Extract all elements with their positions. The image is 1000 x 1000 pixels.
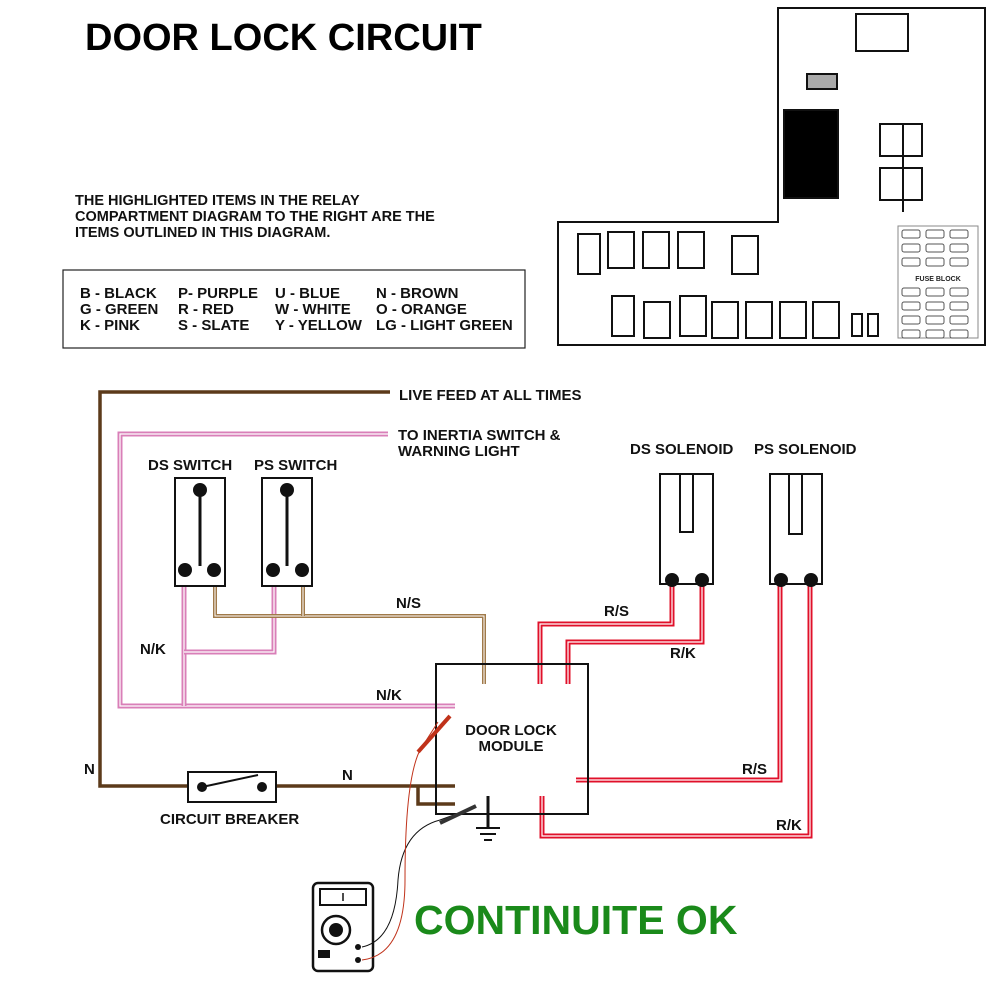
wire-label-ns: N/S bbox=[396, 595, 421, 612]
circuit-breaker-label: CIRCUIT BREAKER bbox=[160, 811, 299, 828]
ps-switch-label: PS SWITCH bbox=[254, 457, 337, 474]
wire-label-n-left: N bbox=[84, 761, 95, 778]
fuse-slot bbox=[901, 301, 921, 311]
fuse-slot bbox=[949, 329, 969, 339]
legend-y: Y - YELLOW bbox=[275, 317, 363, 334]
legend-w: W - WHITE bbox=[275, 301, 351, 318]
module-label-2: MODULE bbox=[479, 738, 544, 755]
ds-solenoid-label: DS SOLENOID bbox=[630, 441, 734, 458]
wire-label-rs-top: R/S bbox=[604, 603, 629, 620]
note-line-1: THE HIGHLIGHTED ITEMS IN THE RELAY bbox=[75, 193, 360, 209]
wiring bbox=[98, 390, 813, 839]
fuse-slot bbox=[925, 229, 945, 239]
fuse-slot bbox=[901, 257, 921, 267]
legend-lg: LG - LIGHT GREEN bbox=[376, 317, 513, 334]
fuse-slot bbox=[901, 315, 921, 325]
door-lock-module: DOOR LOCK MODULE bbox=[435, 663, 589, 841]
fuse-slot bbox=[925, 257, 945, 267]
fuse-slot bbox=[925, 301, 945, 311]
legend-u: U - BLUE bbox=[275, 285, 340, 302]
continuity-label: CONTINUITE OK bbox=[414, 897, 738, 943]
fuse-slot bbox=[901, 329, 921, 339]
multimeter bbox=[311, 714, 477, 973]
fuse-slot bbox=[925, 329, 945, 339]
fuse-slot bbox=[949, 315, 969, 325]
legend-n: N - BROWN bbox=[376, 285, 459, 302]
module-label-1: DOOR LOCK bbox=[465, 722, 557, 739]
legend-k: K - PINK bbox=[80, 317, 140, 334]
circuit-breaker bbox=[187, 771, 277, 803]
inertia-label-2: WARNING LIGHT bbox=[398, 443, 520, 460]
wire-rs-ds bbox=[537, 580, 675, 684]
ps-solenoid bbox=[769, 473, 823, 587]
color-legend: B - BLACK G - GREEN K - PINK P- PURPLE R… bbox=[62, 269, 526, 349]
fuse-slot bbox=[949, 229, 969, 239]
legend-p: P- PURPLE bbox=[178, 285, 258, 302]
legend-s: S - SLATE bbox=[178, 317, 249, 334]
wire-label-rk-top: R/K bbox=[670, 645, 696, 662]
wire-label-n-mid: N bbox=[342, 767, 353, 784]
legend-b: B - BLACK bbox=[80, 285, 157, 302]
note-line-3: ITEMS OUTLINED IN THIS DIAGRAM. bbox=[75, 225, 330, 241]
fuse-slot bbox=[901, 243, 921, 253]
note-line-2: COMPARTMENT DIAGRAM TO THE RIGHT ARE THE bbox=[75, 209, 435, 225]
fuse-block: FUSE BLOCK bbox=[897, 225, 979, 339]
wire-live-feed bbox=[98, 390, 455, 788]
wire-label-nk-mid: N/K bbox=[376, 687, 402, 704]
fuse-slot bbox=[901, 229, 921, 239]
fuse-block-label: FUSE BLOCK bbox=[915, 276, 961, 283]
ds-solenoid bbox=[659, 473, 714, 587]
fuse-slot bbox=[925, 243, 945, 253]
wire-rk-ps bbox=[539, 580, 813, 839]
fuse-slot bbox=[949, 243, 969, 253]
fuse-slot bbox=[925, 315, 945, 325]
ds-switch-label: DS SWITCH bbox=[148, 457, 232, 474]
legend-o: O - ORANGE bbox=[376, 301, 467, 318]
fuse-slot bbox=[949, 301, 969, 311]
legend-g: G - GREEN bbox=[80, 301, 158, 318]
live-feed-label: LIVE FEED AT ALL TIMES bbox=[399, 387, 582, 404]
ds-switch bbox=[174, 477, 226, 587]
ps-solenoid-label: PS SOLENOID bbox=[754, 441, 857, 458]
relay-compartment-diagram: FUSE BLOCK bbox=[557, 7, 986, 346]
wire-label-nk-left: N/K bbox=[140, 641, 166, 658]
fuse-slot bbox=[925, 287, 945, 297]
wire-label-rs-bottom: R/S bbox=[742, 761, 767, 778]
wire-n-module bbox=[416, 786, 455, 806]
fuse-slot bbox=[901, 287, 921, 297]
ps-switch bbox=[261, 477, 313, 587]
fuse-slot bbox=[949, 287, 969, 297]
page-title: DOOR LOCK CIRCUIT bbox=[85, 17, 482, 59]
legend-r: R - RED bbox=[178, 301, 234, 318]
fuse-slot bbox=[949, 257, 969, 267]
wire-label-rk-bottom: R/K bbox=[776, 817, 802, 834]
wire-ns bbox=[213, 572, 486, 684]
inertia-label-1: TO INERTIA SWITCH & bbox=[398, 427, 561, 444]
